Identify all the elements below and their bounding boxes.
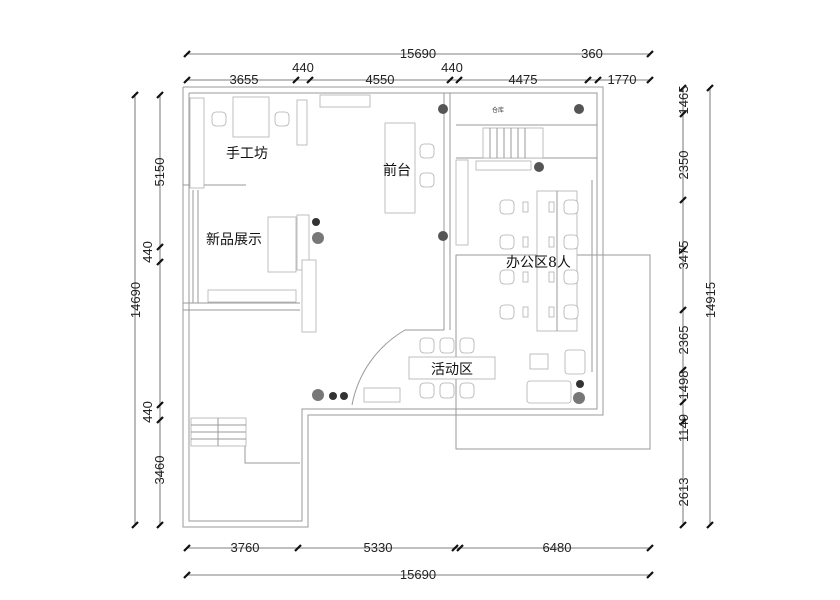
dimension-tick bbox=[156, 243, 164, 251]
dimension-tick bbox=[679, 306, 687, 314]
dim-top-seg: 440 bbox=[441, 60, 463, 75]
activity-chair bbox=[439, 337, 455, 354]
dimension-tick bbox=[156, 91, 164, 99]
office-chair bbox=[499, 234, 515, 250]
staircase-top bbox=[482, 127, 544, 159]
dimension-tick bbox=[446, 76, 454, 84]
dim-top-seg: 3655 bbox=[230, 72, 259, 87]
dimension-tick bbox=[456, 544, 464, 552]
dim-bottom-seg: 5330 bbox=[364, 540, 393, 555]
dim-bottom-seg: 3760 bbox=[231, 540, 260, 555]
dimension-tick bbox=[679, 110, 687, 118]
dimension-tick bbox=[131, 91, 139, 99]
dim-left-seg: 440 bbox=[140, 241, 155, 263]
room-label-storage: 仓库 bbox=[492, 106, 504, 114]
dimension-tick bbox=[646, 76, 654, 84]
room-label-activity: 活动区 bbox=[431, 362, 473, 378]
dimension-tick bbox=[183, 76, 191, 84]
dimension-tick bbox=[294, 544, 302, 552]
dimension-tick bbox=[646, 50, 654, 58]
dim-right-seg: 1149 bbox=[676, 414, 691, 442]
computer-monitor bbox=[522, 201, 529, 213]
dim-right-seg: 1498 bbox=[676, 371, 691, 400]
computer-monitor bbox=[522, 271, 529, 283]
dimension-tick bbox=[183, 50, 191, 58]
dimension-labels: 15690 360 3655 440 4550 440 4475 1770 14… bbox=[128, 46, 718, 582]
office-chair bbox=[563, 269, 579, 285]
room-label-craft: 手工坊 bbox=[226, 146, 268, 162]
dim-bottom-seg: 6480 bbox=[543, 540, 572, 555]
dim-top-seg: 440 bbox=[292, 60, 314, 75]
dimension-tick bbox=[706, 521, 714, 529]
dimension-tick bbox=[156, 258, 164, 266]
room-label-office: 办公区8人 bbox=[506, 255, 571, 271]
activity-chair bbox=[459, 382, 475, 399]
activity-table bbox=[408, 356, 496, 380]
dim-right-total: 14915 bbox=[703, 282, 718, 318]
furniture bbox=[189, 94, 586, 404]
office-chair bbox=[499, 304, 515, 320]
computer-monitor bbox=[522, 236, 529, 248]
dim-left-seg: 5150 bbox=[152, 158, 167, 187]
dim-top-extra: 360 bbox=[581, 46, 603, 61]
dimension-tick bbox=[679, 418, 687, 426]
dimension-tick bbox=[156, 401, 164, 409]
dim-right-seg: 2365 bbox=[676, 326, 691, 355]
dimension-tick bbox=[292, 76, 300, 84]
dim-right-seg: 2350 bbox=[676, 151, 691, 180]
office-chair bbox=[563, 304, 579, 320]
dimension-tick bbox=[594, 76, 602, 84]
dimension-tick bbox=[679, 366, 687, 374]
dimension-tick bbox=[679, 246, 687, 254]
dimension-tick bbox=[679, 521, 687, 529]
dimension-tick bbox=[646, 544, 654, 552]
office-chair bbox=[499, 269, 515, 285]
computer-monitor bbox=[548, 271, 555, 283]
dimension-tick bbox=[455, 76, 463, 84]
dimension-tick bbox=[156, 521, 164, 529]
office-chair bbox=[563, 234, 579, 250]
dim-top-seg: 4550 bbox=[366, 72, 395, 87]
dim-top-seg: 4475 bbox=[509, 72, 538, 87]
room-label-reception: 前台 bbox=[383, 162, 411, 179]
dimension-tick bbox=[584, 76, 592, 84]
dimension-tick bbox=[679, 196, 687, 204]
computer-monitor bbox=[548, 306, 555, 318]
dimension-tick bbox=[679, 398, 687, 406]
activity-chair bbox=[419, 337, 435, 354]
dim-right-seg: 3475 bbox=[676, 241, 691, 270]
dim-top-seg: 1770 bbox=[608, 72, 637, 87]
dim-right-seg: 2613 bbox=[676, 478, 691, 507]
room-label-showcase: 新品展示 bbox=[206, 232, 262, 248]
dim-top-total: 15690 bbox=[400, 46, 436, 61]
dimension-tick bbox=[646, 571, 654, 579]
reception-desk bbox=[384, 122, 416, 214]
dimension-tick bbox=[183, 571, 191, 579]
office-chair bbox=[563, 199, 579, 215]
activity-chair bbox=[419, 382, 435, 399]
dim-left-total: 14690 bbox=[128, 282, 143, 318]
dimension-tick bbox=[183, 544, 191, 552]
dimension-lines bbox=[131, 50, 714, 579]
plant-icons bbox=[312, 104, 585, 404]
dim-bottom-total: 15690 bbox=[400, 567, 436, 582]
dim-left-seg: 3460 bbox=[152, 456, 167, 485]
dimension-tick bbox=[156, 416, 164, 424]
activity-chair bbox=[439, 382, 455, 399]
dimension-tick bbox=[679, 84, 687, 92]
computer-monitor bbox=[548, 201, 555, 213]
dimension-tick bbox=[306, 76, 314, 84]
activity-chair bbox=[459, 337, 475, 354]
dimension-tick bbox=[706, 84, 714, 92]
dimension-tick bbox=[451, 544, 459, 552]
dimension-tick bbox=[131, 521, 139, 529]
dim-left-seg: 440 bbox=[140, 401, 155, 423]
computer-monitor bbox=[548, 236, 555, 248]
staircase-bottom bbox=[190, 417, 247, 447]
computer-monitor bbox=[522, 306, 529, 318]
dim-right-seg: 1465 bbox=[676, 86, 691, 115]
office-chair bbox=[499, 199, 515, 215]
